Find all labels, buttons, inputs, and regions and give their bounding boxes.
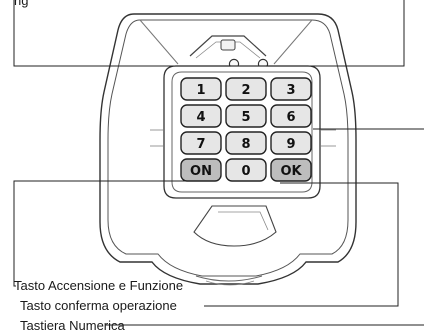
key-body: [270, 104, 312, 128]
key-6[interactable]: 6: [270, 104, 312, 128]
key-label: 4: [196, 110, 205, 125]
top-label-fragment: ng: [14, 0, 29, 8]
keypad-label: Tastiera Numerica: [20, 318, 125, 333]
key-label: 3: [286, 83, 295, 98]
callout-top: [13, 0, 231, 67]
key-label: 0: [241, 164, 250, 179]
keypad-keys: 1 2 3 4 5 6 7 8 9ON 0 OK: [180, 77, 312, 182]
key-label: ON: [190, 164, 212, 179]
key-label: 1: [196, 83, 205, 98]
key-8[interactable]: 8: [225, 131, 267, 155]
bottom-recess: [193, 205, 277, 247]
key-5[interactable]: 5: [225, 104, 267, 128]
led-recess: [189, 35, 267, 57]
key-body: [225, 158, 267, 182]
callout-power: [13, 180, 196, 287]
key-7[interactable]: 7: [180, 131, 222, 155]
key-label: 7: [196, 137, 205, 152]
key-body: [270, 158, 312, 182]
key-9[interactable]: 9: [270, 131, 312, 155]
key-label: 8: [241, 137, 250, 152]
key-body: [270, 131, 312, 155]
key-4[interactable]: 4: [180, 104, 222, 128]
confirm-key-label: Tasto conferma operazione: [20, 298, 177, 313]
key-1[interactable]: 1: [180, 77, 222, 101]
key-0[interactable]: 0: [225, 158, 267, 182]
power-key-label: Tasto Accensione e Funzione: [14, 278, 184, 293]
key-body: [225, 77, 267, 101]
device-housing-inner: [107, 19, 349, 277]
key-body: [225, 131, 267, 155]
key-label: 9: [286, 137, 295, 152]
key-3[interactable]: 3: [270, 77, 312, 101]
key-ok[interactable]: OK: [270, 158, 312, 182]
key-label: 6: [286, 110, 295, 125]
callout-lines: [13, 0, 424, 326]
key-body: [180, 77, 222, 101]
key-2[interactable]: 2: [225, 77, 267, 101]
key-body: [225, 104, 267, 128]
key-label: 2: [241, 83, 250, 98]
key-body: [270, 77, 312, 101]
key-label: OK: [280, 164, 302, 179]
key-on[interactable]: ON: [180, 158, 222, 182]
callout-ok: [204, 182, 399, 307]
key-body: [180, 131, 222, 155]
key-label: 5: [241, 110, 250, 125]
key-body: [180, 158, 222, 182]
key-body: [180, 104, 222, 128]
callout-top-right: [266, 0, 405, 67]
